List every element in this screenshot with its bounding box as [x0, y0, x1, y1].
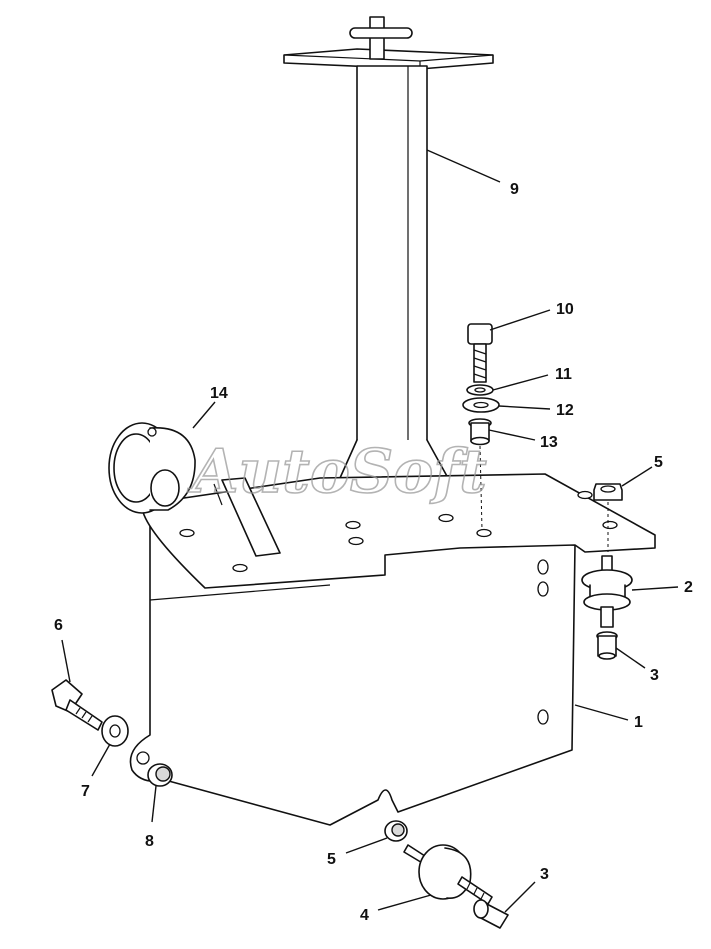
callout-6: 6	[54, 617, 63, 634]
part-3-sleeve-top	[596, 631, 618, 660]
part-3-sleeve-bottom	[473, 899, 509, 929]
part-5-nut-bottom	[384, 820, 408, 842]
callout-9: 9	[510, 181, 519, 198]
leader-lines	[61, 149, 679, 913]
callout-10: 10	[556, 301, 574, 318]
callout-5-top: 5	[654, 454, 663, 471]
callout-7: 7	[81, 783, 90, 800]
part-4-rubber-mount	[403, 844, 493, 905]
part-5-nut-top	[593, 483, 623, 501]
callout-3-bottom: 3	[540, 866, 549, 883]
callout-8: 8	[145, 833, 154, 850]
part-6-bolt-left	[51, 679, 103, 731]
callout-12: 12	[556, 402, 574, 419]
part-13-bushing	[468, 418, 492, 446]
callout-5-bottom: 5	[327, 851, 336, 868]
part-8-sleeve	[147, 763, 173, 787]
watermark-text: AutoSoft	[187, 437, 487, 507]
part-10-bolt	[467, 323, 493, 383]
callouts: 9 10 11 12 13 5 2 3 1 14 6 7 8 5 4 3	[54, 181, 693, 924]
part-12-flat-washer	[462, 397, 500, 413]
callout-11: 11	[555, 366, 572, 383]
callout-3-top: 3	[650, 667, 659, 684]
part-9-column	[283, 16, 494, 479]
callout-13: 13	[540, 434, 558, 451]
top-plate	[142, 473, 656, 589]
part-1-housing	[129, 519, 576, 826]
callout-4: 4	[360, 907, 369, 924]
callout-1: 1	[634, 714, 643, 731]
part-2-rubber-mount	[581, 555, 633, 628]
part-11-lock-washer	[466, 384, 494, 396]
callout-2: 2	[684, 579, 693, 596]
part-14-pulley	[108, 422, 196, 514]
part-7-washer-left	[101, 715, 129, 747]
callout-14: 14	[210, 385, 228, 402]
